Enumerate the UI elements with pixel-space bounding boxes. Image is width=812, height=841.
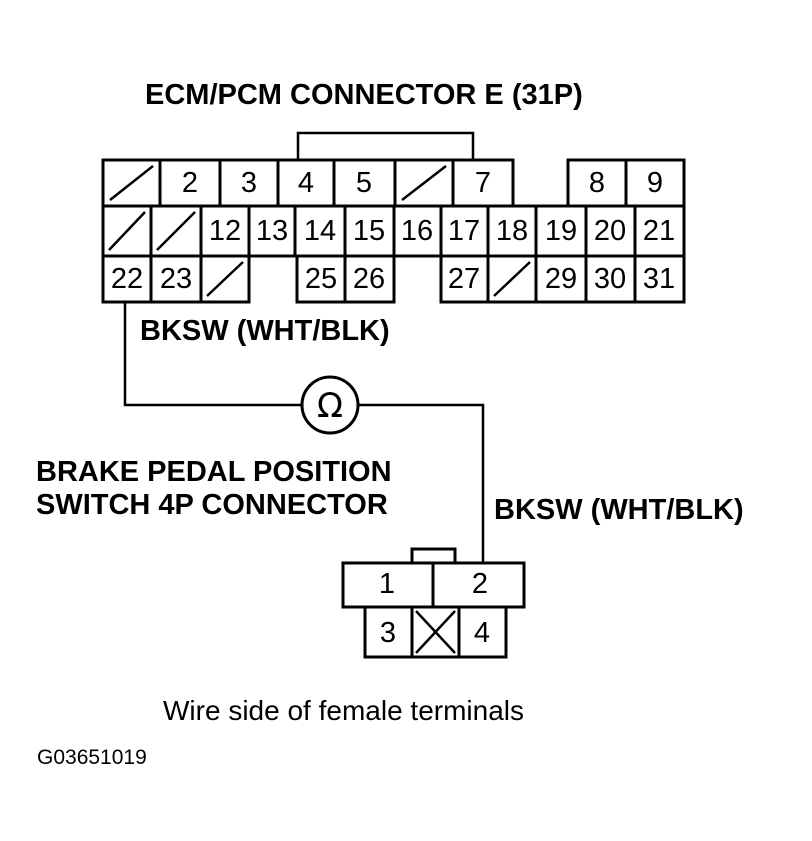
ecm-cell	[199, 204, 251, 258]
ecm-cell	[584, 254, 637, 304]
ecm-pin-label: 30	[594, 263, 626, 295]
switch-pin-label: 2	[472, 568, 488, 600]
ecm-pin-labels: 2 3 4 5 7 8 9 12 13 14 15 16 17 18 19 20…	[111, 167, 675, 295]
switch-wire-label: BKSW (WHT/BLK)	[494, 494, 744, 526]
switch-cell	[457, 605, 508, 659]
switch-pin-label: 4	[474, 617, 490, 649]
ecm-blank-slash	[493, 261, 531, 297]
ecm-pin-label: 17	[448, 215, 480, 247]
test-lead-ecm	[123, 302, 302, 407]
switch-connector	[341, 547, 526, 659]
ecm-pin-label: 13	[256, 215, 288, 247]
ecm-cell	[534, 254, 588, 304]
ecm-pin-label: 7	[475, 167, 491, 199]
ecm-blank-slash	[206, 261, 244, 297]
ecm-cell	[451, 158, 515, 208]
ecm-cell	[534, 204, 588, 258]
ecm-pin-label: 9	[647, 167, 663, 199]
ecm-pin-label: 23	[160, 263, 192, 295]
ecm-blank-slash	[401, 165, 447, 201]
figure-code: G03651019	[37, 746, 147, 769]
ecm-pin-label: 25	[305, 263, 337, 295]
caption: Wire side of female terminals	[163, 695, 524, 726]
ecm-connector	[101, 158, 686, 304]
ecm-blank-slash	[156, 211, 196, 251]
ecm-pin-label: 2	[182, 167, 198, 199]
ecm-blank-slash	[109, 165, 154, 201]
test-lead-switch	[358, 403, 485, 563]
ecm-pin-label: 21	[643, 215, 675, 247]
switch-connector-title-line1: BRAKE PEDAL POSITION	[36, 456, 392, 488]
ecm-pin-label: 3	[241, 167, 257, 199]
ohmmeter-icon	[300, 375, 360, 435]
ecm-pin-label: 20	[594, 215, 626, 247]
ecm-cell	[101, 254, 153, 304]
switch-cell	[431, 561, 526, 609]
ecm-pin-label: 4	[298, 167, 314, 199]
ecm-pin-label: 29	[545, 263, 577, 295]
ecm-connector-key	[296, 131, 475, 160]
switch-pin-label: 1	[379, 568, 395, 600]
switch-blank-cross	[415, 610, 456, 654]
ecm-pin-label: 22	[111, 263, 143, 295]
switch-connector-key	[410, 547, 457, 565]
switch-pin-label: 3	[380, 617, 396, 649]
ecm-pin-label: 12	[209, 215, 241, 247]
ecm-pin-label: 27	[448, 263, 480, 295]
ohm-symbol: Ω	[317, 386, 343, 426]
ecm-pin-label: 26	[353, 263, 385, 295]
ecm-cell	[343, 254, 396, 304]
ecm-pin-label: 15	[353, 215, 385, 247]
ecm-pin-label: 31	[643, 263, 675, 295]
ecm-connector-title: ECM/PCM CONNECTOR E (31P)	[145, 79, 583, 111]
ecm-pin-label: 18	[496, 215, 528, 247]
switch-connector-title-line2: SWITCH 4P CONNECTOR	[36, 489, 388, 521]
ecm-pin-label: 19	[545, 215, 577, 247]
ecm-wire-label: BKSW (WHT/BLK)	[140, 315, 390, 347]
ecm-pin-label: 16	[401, 215, 433, 247]
ecm-cell	[633, 254, 686, 304]
ecm-pin-label: 8	[589, 167, 605, 199]
ecm-blank-slash	[108, 211, 146, 251]
ecm-pin-label: 14	[304, 215, 336, 247]
ecm-pin-label: 5	[356, 167, 372, 199]
